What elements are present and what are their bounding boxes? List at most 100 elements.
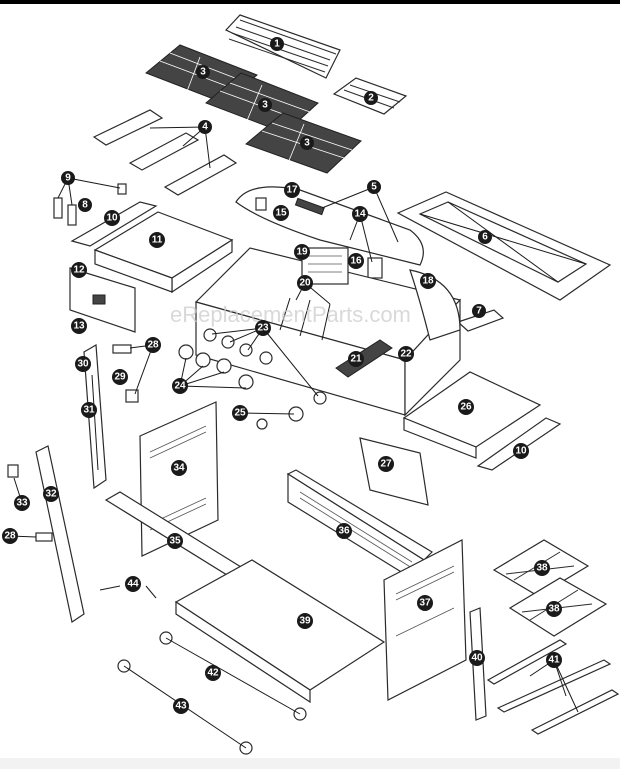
- callout-13: 13: [71, 318, 87, 334]
- callout-number: 7: [476, 306, 482, 317]
- callout-number: 2: [368, 93, 374, 104]
- callout-10: 10: [104, 210, 120, 226]
- callout-marker: [71, 318, 87, 334]
- callout-6: 6: [478, 230, 492, 244]
- callout-marker: [61, 171, 75, 185]
- bottom-bar: [0, 758, 620, 769]
- callout-number: 33: [16, 498, 28, 509]
- part-heat-deflectors: [279, 297, 331, 341]
- callout-number: 30: [77, 359, 89, 370]
- callout-marker: [378, 456, 394, 472]
- callout-marker: [167, 533, 183, 549]
- callout-marker: [398, 346, 414, 362]
- callout-31: 31: [81, 402, 97, 418]
- part-bottom-shelf: [174, 559, 386, 704]
- callout-number: 41: [548, 655, 560, 666]
- callout-38: 38: [546, 601, 562, 617]
- callout-marker: [255, 320, 271, 336]
- callout-marker: [232, 405, 248, 421]
- callout-19: 19: [294, 244, 310, 260]
- callout-7: 7: [472, 304, 486, 318]
- callout-22: 22: [398, 346, 414, 362]
- callout-marker: [171, 460, 187, 476]
- callout-marker: [417, 595, 433, 611]
- callout-number: 3: [262, 100, 268, 111]
- callout-41: 41: [546, 652, 562, 668]
- part-lower-door: [7, 445, 85, 623]
- callout-28: 28: [2, 528, 18, 544]
- callout-33: 33: [14, 495, 30, 511]
- callout-marker: [534, 560, 550, 576]
- callout-marker: [104, 210, 120, 226]
- callout-number: 16: [350, 256, 362, 267]
- part-side-cover: [359, 437, 429, 506]
- callout-marker: [458, 399, 474, 415]
- callout-marker: [478, 230, 492, 244]
- callout-number: 13: [73, 321, 85, 332]
- callout-marker: [469, 650, 485, 666]
- callout-3: 3: [258, 98, 272, 112]
- callout-35: 35: [167, 533, 183, 549]
- callout-12: 12: [71, 262, 87, 278]
- callout-14: 14: [352, 206, 368, 222]
- callout-marker: [149, 232, 165, 248]
- callout-9: 9: [61, 171, 75, 185]
- callout-number: 8: [82, 200, 88, 211]
- watermark: eReplacementParts.com: [170, 302, 411, 327]
- callout-marker: [546, 601, 562, 617]
- callout-5: 5: [367, 180, 381, 194]
- callout-number: 25: [234, 408, 246, 419]
- callout-42: 42: [205, 665, 221, 681]
- callout-number: 38: [548, 604, 560, 615]
- callout-39: 39: [297, 613, 313, 629]
- callout-23: 23: [255, 320, 271, 336]
- callout-marker: [2, 528, 18, 544]
- callout-marker: [336, 523, 352, 539]
- callout-38: 38: [534, 560, 550, 576]
- callout-marker: [270, 37, 284, 51]
- callout-24: 24: [172, 378, 188, 394]
- callout-number: 22: [400, 349, 412, 360]
- callout-number: 27: [380, 459, 392, 470]
- callout-32: 32: [43, 486, 59, 502]
- callout-marker: [145, 337, 161, 353]
- callout-18: 18: [420, 273, 436, 289]
- callout-44: 44: [125, 576, 141, 592]
- callout-number: 19: [296, 247, 308, 258]
- callout-marker: [258, 98, 272, 112]
- callout-marker: [352, 206, 368, 222]
- callout-number: 20: [299, 278, 311, 289]
- callout-number: 31: [83, 405, 95, 416]
- part-left-door: [83, 343, 107, 490]
- callout-number: 28: [147, 340, 159, 351]
- callout-number: 37: [419, 598, 431, 609]
- callout-4: 4: [198, 120, 212, 134]
- callout-number: 15: [275, 208, 287, 219]
- callout-number: 29: [114, 372, 126, 383]
- callout-number: 26: [460, 402, 472, 413]
- callout-number: 1: [274, 39, 280, 50]
- callout-marker: [284, 182, 300, 198]
- callout-number: 34: [173, 463, 185, 474]
- callout-27: 27: [378, 456, 394, 472]
- callout-3: 3: [300, 136, 314, 150]
- callout-8: 8: [78, 198, 92, 212]
- callout-marker: [273, 205, 289, 221]
- callout-marker: [112, 369, 128, 385]
- callout-marker: [472, 304, 486, 318]
- callout-number: 10: [515, 446, 527, 457]
- callout-36: 36: [336, 523, 352, 539]
- callout-marker: [294, 244, 310, 260]
- callout-number: 9: [65, 173, 71, 184]
- part-control-panel-left: [69, 267, 136, 333]
- part-right-cart-panel: [383, 539, 467, 701]
- callout-1: 1: [270, 37, 284, 51]
- callout-number: 40: [471, 653, 483, 664]
- callout-number: 17: [286, 185, 298, 196]
- callout-30: 30: [75, 356, 91, 372]
- callout-number: 24: [174, 381, 186, 392]
- part-flavorizer-bars: [92, 109, 238, 196]
- part-burner-knobs: [203, 328, 327, 405]
